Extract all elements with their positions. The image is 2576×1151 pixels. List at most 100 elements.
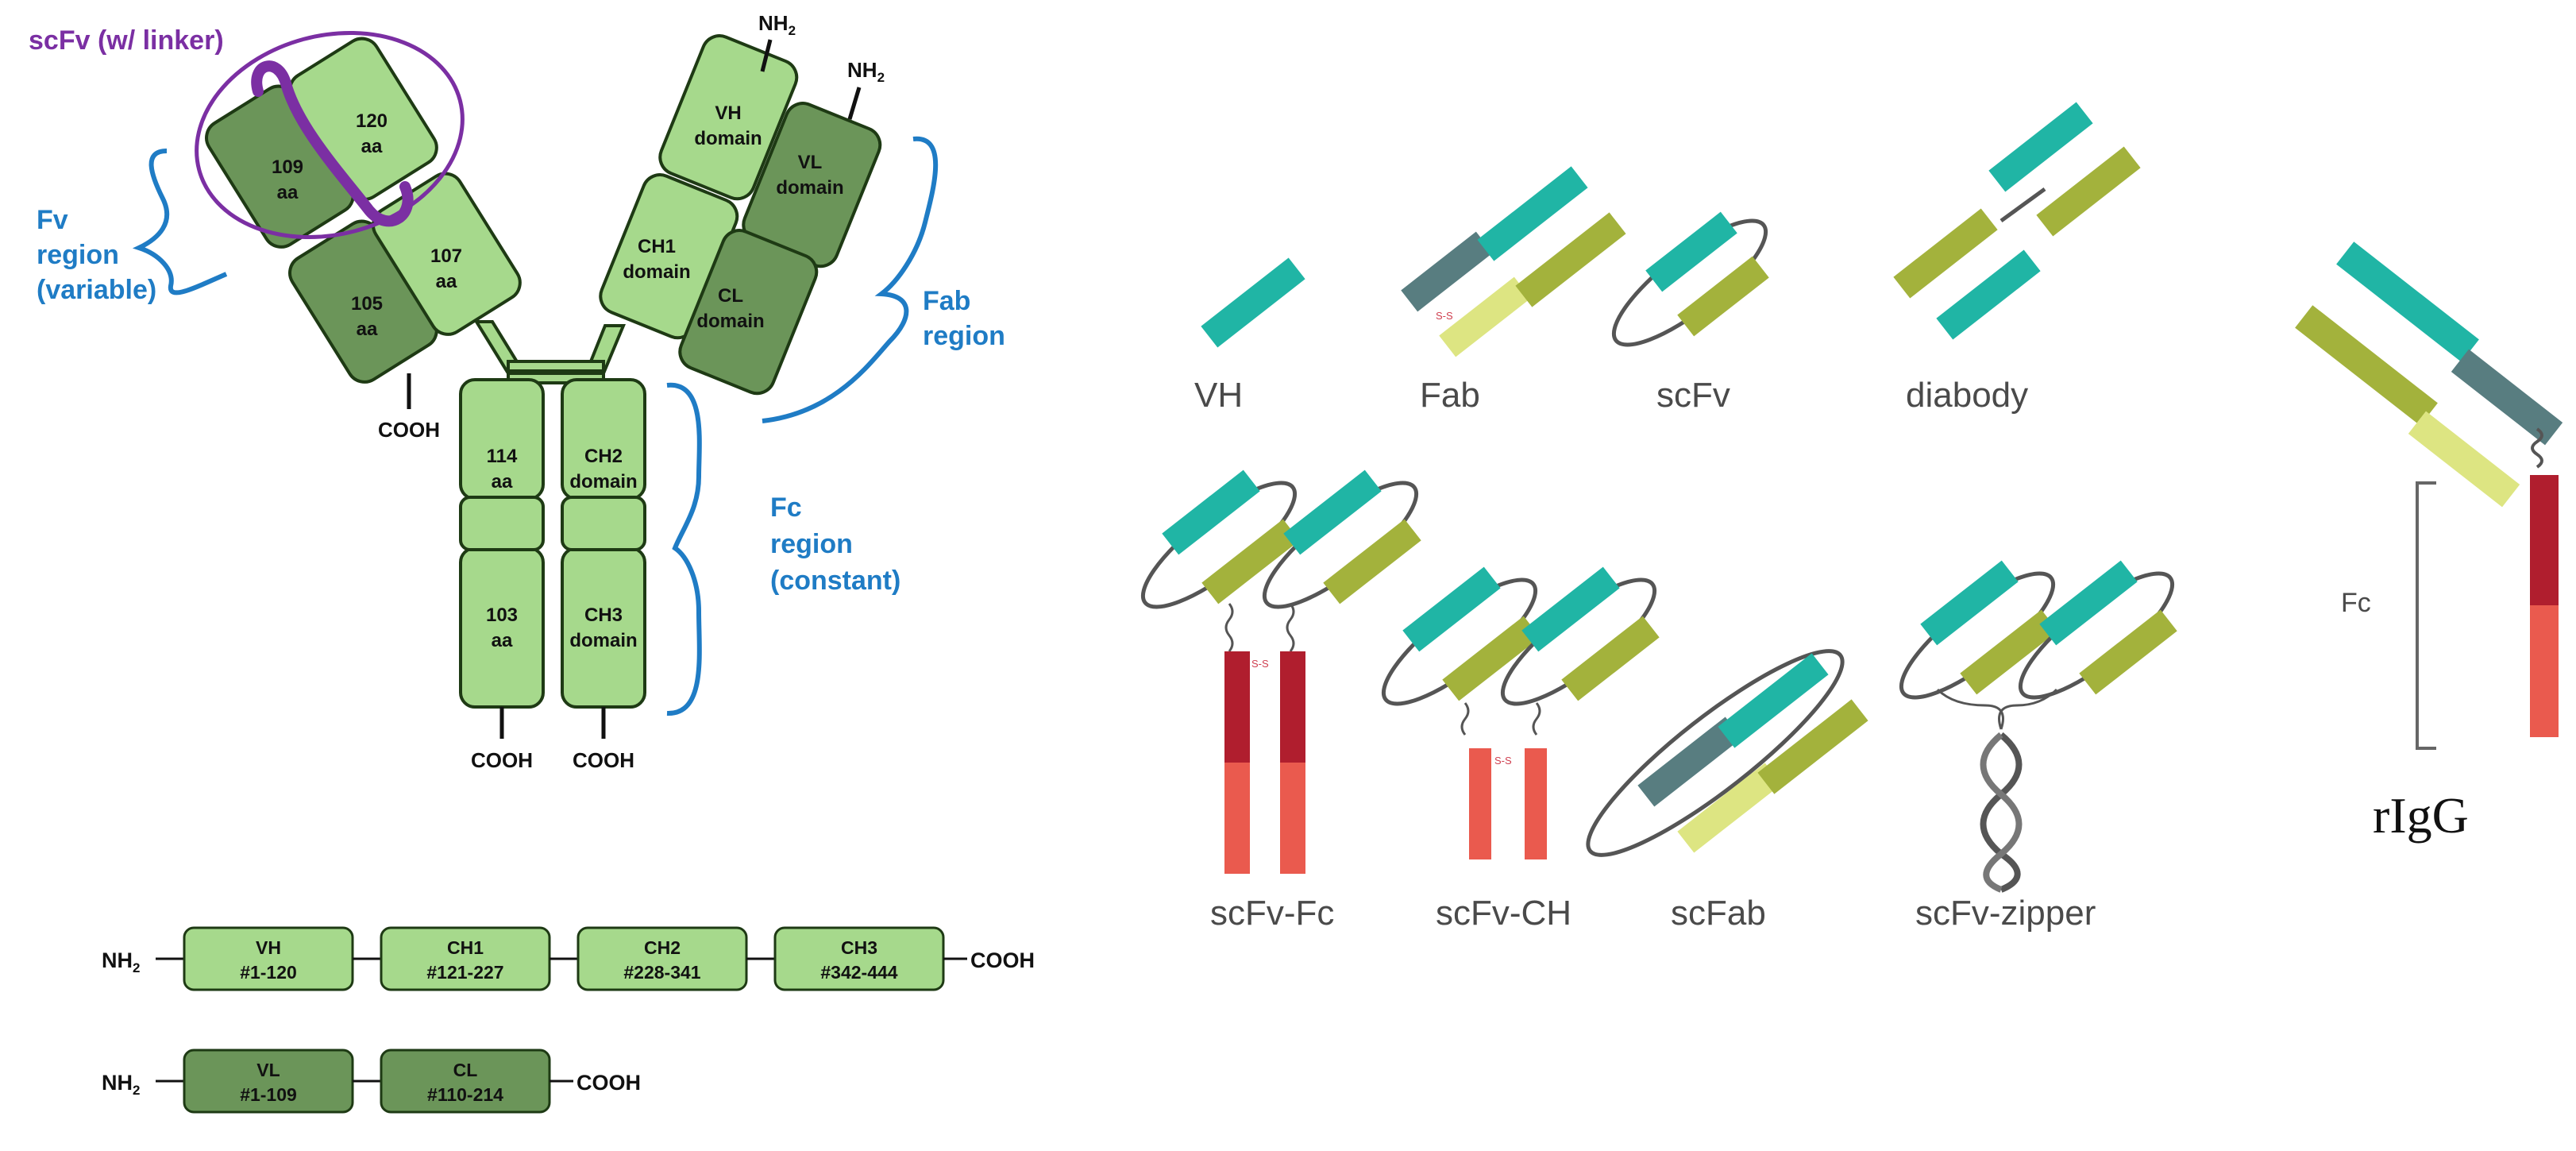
fc-right-cooh: COOH <box>573 748 634 772</box>
light-chain-nh2-label: NH2 <box>102 1071 140 1098</box>
scfab-linker-loop <box>1586 649 1845 857</box>
scfv-fc-left-teal <box>1162 469 1260 555</box>
rigg-slate-segment <box>2451 349 2563 446</box>
fc-labels: 114 aa 103 aa CH2 domain CH3 domain <box>486 446 638 651</box>
fab-region-label-1: Fab <box>923 286 970 316</box>
fc-region-label-1: Fc <box>770 492 802 523</box>
fc-region-label-2: region <box>770 529 853 559</box>
format-scfab: scFab <box>1586 649 1868 933</box>
diabody-teal-bottom <box>1936 249 2041 340</box>
nh2-heavy: NH2 <box>758 11 796 38</box>
scfv-fc-right-teal <box>1283 469 1382 555</box>
rigg-ch2-domain <box>2530 475 2559 605</box>
scfv-ch-left-olive <box>1442 616 1541 701</box>
right-fab-arm <box>599 34 882 396</box>
zipper-right-linker <box>1998 688 2058 730</box>
zipper-helix-a <box>1980 732 2023 893</box>
format-scfv-zipper: scFv-zipper <box>1899 560 2177 933</box>
linear-chain-maps: NH2VH#1-120CH1#121-227CH2#228-341CH3#342… <box>102 926 1035 1114</box>
fab-olive-segment <box>1515 212 1626 307</box>
zipper-left-linker <box>1936 688 2004 730</box>
light-chain-cooh-label: COOH <box>577 1071 641 1095</box>
scfv-ch-label: scFv-CH <box>1436 894 1571 933</box>
scfv-label: scFv <box>1656 376 1730 415</box>
scfv-olive-bar <box>1677 256 1769 337</box>
format-scfv: scFv <box>1611 211 1769 415</box>
right-arm-labels: VH domain VL domain CH1 domain CL domain <box>623 102 843 332</box>
left-ch2-label-1: 114 <box>487 446 518 467</box>
rigg-fc-label: Fc <box>2341 588 2371 618</box>
scfv-teal-bar <box>1645 211 1737 292</box>
heavy-chain-segment-range: #121-227 <box>426 962 503 983</box>
right-ch2-label-1: CH2 <box>584 446 623 467</box>
left-vh-label-2: aa <box>361 136 383 157</box>
fc-domains <box>459 378 646 709</box>
rigg-yellow-segment <box>2408 411 2520 508</box>
light-chain-segment-range: #110-214 <box>427 1084 503 1105</box>
scfab-teal-segment <box>1718 653 1829 748</box>
scfv-fc-disulfide: S-S <box>1251 658 1269 670</box>
right-cl-label-1: CL <box>718 285 743 307</box>
right-ch1-label-1: CH1 <box>638 236 676 257</box>
rigg-teal-segment <box>2336 241 2479 362</box>
left-vh-label-1: 120 <box>356 110 388 132</box>
fab-slate-segment <box>1401 231 1493 312</box>
format-scfv-fc: S-S scFv-Fc <box>1140 469 1421 933</box>
right-ch3-domain <box>561 547 646 709</box>
heavy-chain-segment-range: #228-341 <box>623 962 700 983</box>
scfv-ch-left-domain <box>1469 748 1491 859</box>
zipper-left-teal <box>1920 560 2019 646</box>
scfab-slate-segment <box>1637 716 1742 807</box>
right-ch2-label-2: domain <box>569 471 637 492</box>
vh-teal-bar <box>1201 257 1305 348</box>
scfv-ch-right-domain <box>1525 748 1547 859</box>
scfv-region-label: scFv (w/ linker) <box>29 25 224 56</box>
scfv-zipper-label: scFv-zipper <box>1915 894 2096 933</box>
left-ch2-label-2: aa <box>492 471 513 492</box>
diabody-label: diabody <box>1906 376 2028 415</box>
zipper-left-olive <box>1960 609 2058 695</box>
format-vh: VH <box>1194 257 1305 415</box>
right-ch3-label-2: domain <box>569 630 637 651</box>
scfv-ch-left-hinge <box>1460 702 1470 736</box>
scfv-fc-left-hinge <box>1224 603 1234 652</box>
left-ch3-domain <box>459 547 545 709</box>
format-scfv-ch: S-S scFv-CH <box>1381 566 1660 933</box>
right-vh-label-1: VH <box>715 102 741 124</box>
scfab-yellow-segment <box>1677 763 1782 853</box>
left-ch3-label-1: 103 <box>486 604 518 626</box>
fv-bracket <box>132 149 228 295</box>
fv-region-label-3: (variable) <box>37 275 156 305</box>
right-vl-label-1: VL <box>798 152 823 173</box>
diabody-teal-top <box>1988 102 2093 192</box>
scfv-highlight-ellipse <box>195 30 465 240</box>
igg-structure: 120 aa 109 aa 107 aa 105 aa COOH scFv (w… <box>29 11 1005 772</box>
fab-teal-segment <box>1477 166 1588 261</box>
zipper-right-olive <box>2079 609 2177 695</box>
right-ch2-ch3-joint <box>561 496 646 551</box>
diabody-linker-lower <box>1999 187 2046 223</box>
diabody-olive-bottom <box>1893 208 1998 299</box>
right-cl-domain <box>678 229 819 396</box>
left-cl-label-1: 105 <box>351 293 383 315</box>
scfv-fc-right-ch2 <box>1280 651 1305 763</box>
scfv-fc-label: scFv-Fc <box>1210 894 1334 933</box>
fv-region-label-1: Fv <box>37 205 68 235</box>
hinge-bar-top <box>507 360 605 373</box>
scfv-ch-right-teal <box>1521 566 1620 652</box>
fab-yellow-segment <box>1439 276 1531 357</box>
scfv-fc-right-ch3 <box>1280 763 1305 874</box>
fab-disulfide: S-S <box>1436 310 1453 322</box>
rigg-olive-segment <box>2295 305 2438 426</box>
heavy-chain-segment-name: VH <box>256 937 281 958</box>
heavy-chain-cooh-label: COOH <box>970 948 1035 972</box>
light-chain-segment-range: #1-109 <box>240 1084 297 1105</box>
format-rigg: Fc rIgG <box>2295 241 2563 844</box>
right-vl-label-2: domain <box>776 177 843 199</box>
heavy-chain-segment-name: CH2 <box>644 937 681 958</box>
rigg-ch3-domain <box>2530 605 2559 737</box>
heavy-chain-segment-range: #1-120 <box>240 962 297 983</box>
left-ch1-label-2: aa <box>436 271 457 292</box>
format-fab: S-S Fab <box>1401 166 1626 415</box>
